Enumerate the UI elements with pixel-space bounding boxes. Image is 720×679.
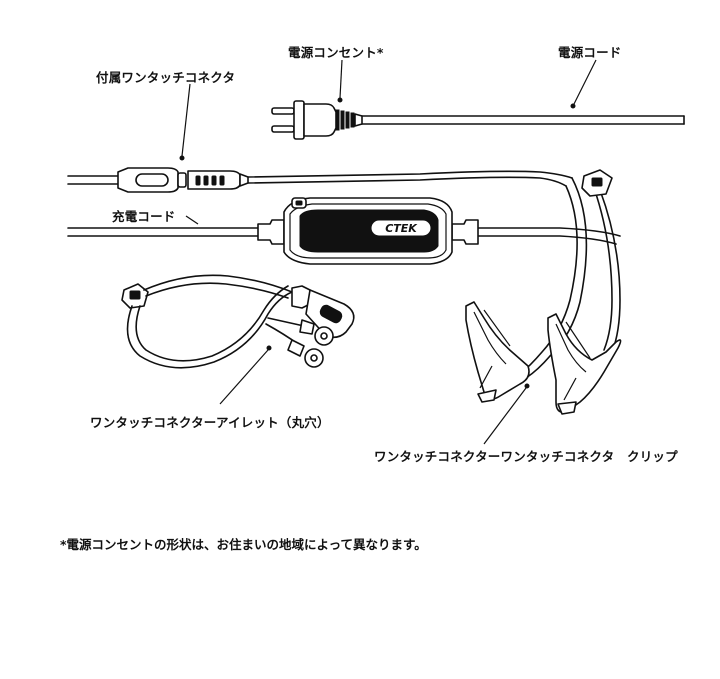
brand-logo: CTEK <box>385 222 418 235</box>
footnote: *電源コンセントの形状は、お住まいの地域によって異なります。 <box>60 537 427 552</box>
battery-clip-right <box>547 313 622 415</box>
battery-clip-left <box>465 301 530 403</box>
leader-lines <box>179 59 597 445</box>
label-charge-cord: 充電コード <box>112 209 176 224</box>
label-power-cord: 電源コード <box>558 45 622 60</box>
charge-cord <box>67 219 621 245</box>
label-clip-cable: ワンタッチコネクターワンタッチコネクタ クリップ <box>374 449 678 464</box>
label-eyelet-cable: ワンタッチコネクターアイレット（丸穴） <box>90 415 330 430</box>
power-plug <box>271 100 363 140</box>
power-cord <box>359 115 685 125</box>
label-included-connector: 付属ワンタッチコネクタ <box>96 70 236 85</box>
connector-cable <box>67 167 573 193</box>
charger-unit: CTEK <box>283 197 453 265</box>
clip-cables <box>519 169 621 379</box>
eyelet-cable <box>121 274 355 369</box>
label-power-plug: 電源コンセント* <box>288 45 384 60</box>
